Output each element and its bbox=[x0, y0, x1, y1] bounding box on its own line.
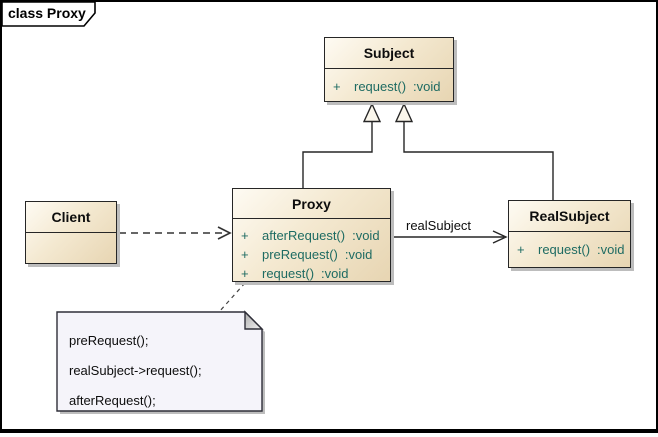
generalization-proxy-to-subject[interactable] bbox=[302, 102, 382, 188]
note-line: preRequest(); bbox=[69, 333, 149, 348]
method-type: :void bbox=[321, 266, 349, 281]
class-realsubject[interactable]: RealSubject + request() :void bbox=[508, 200, 631, 268]
method-type: :void bbox=[352, 228, 380, 243]
class-realsubject-name: RealSubject bbox=[509, 201, 630, 232]
note-line: realSubject->request(); bbox=[69, 363, 202, 378]
method-row: + afterRequest() :void bbox=[233, 226, 390, 245]
class-subject-methods: + request() :void bbox=[325, 69, 453, 96]
class-proxy-methods: + afterRequest() :void + preRequest() :v… bbox=[233, 219, 390, 283]
class-client-name: Client bbox=[26, 202, 116, 233]
method-name: request() bbox=[262, 266, 315, 281]
note-line: afterRequest(); bbox=[69, 393, 156, 408]
open-arrowhead-icon bbox=[217, 226, 232, 240]
method-name: request() bbox=[538, 242, 591, 257]
frame-tab bbox=[1, 1, 96, 27]
method-type: :void bbox=[344, 247, 373, 262]
method-type: :void bbox=[413, 79, 441, 94]
method-name: afterRequest() bbox=[262, 228, 346, 243]
class-realsubject-methods: + request() :void bbox=[509, 232, 630, 259]
class-client[interactable]: Client bbox=[25, 201, 117, 264]
method-visibility: + bbox=[241, 247, 249, 262]
method-row: + preRequest() :void bbox=[233, 245, 390, 264]
notelink-note-to-proxy[interactable] bbox=[218, 282, 246, 313]
method-type: :void bbox=[597, 242, 625, 257]
frame-title: class Proxy bbox=[8, 5, 86, 21]
note-fold-corner-icon bbox=[244, 310, 264, 330]
generalization-realsubject-to-subject[interactable] bbox=[394, 102, 554, 200]
method-row: + request() :void bbox=[233, 264, 390, 283]
association-proxy-to-realsubject[interactable] bbox=[391, 230, 508, 244]
note[interactable]: preRequest(); realSubject->request(); af… bbox=[57, 312, 262, 411]
method-visibility: + bbox=[517, 242, 525, 257]
method-name: preRequest() bbox=[262, 247, 338, 262]
class-subject-name: Subject bbox=[325, 38, 453, 69]
method-row: + request() :void bbox=[509, 240, 630, 259]
method-visibility: + bbox=[241, 228, 249, 243]
class-proxy[interactable]: Proxy + afterRequest() :void + preReques… bbox=[232, 188, 391, 282]
association-label-realsubject: realSubject bbox=[406, 218, 472, 233]
method-visibility: + bbox=[241, 266, 249, 281]
dependency-client-to-proxy[interactable] bbox=[119, 226, 232, 240]
method-visibility: + bbox=[333, 79, 341, 94]
class-subject[interactable]: Subject + request() :void bbox=[324, 37, 454, 102]
generalization-triangle-icon bbox=[362, 102, 382, 123]
method-row: + request() :void bbox=[325, 77, 453, 96]
note-shape bbox=[56, 310, 265, 414]
method-name: request() bbox=[354, 79, 407, 94]
generalization-triangle-icon bbox=[394, 102, 414, 123]
class-proxy-name: Proxy bbox=[233, 189, 390, 219]
open-arrowhead-icon bbox=[492, 230, 508, 244]
